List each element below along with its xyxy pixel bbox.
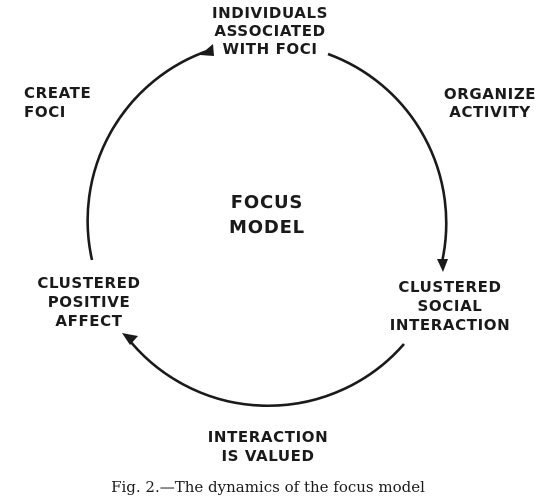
node-social-line-2: SOCIAL [418,297,483,315]
node-individuals-associated-with-foci: INDIVIDUALS ASSOCIATED WITH FOCI [212,4,328,58]
node-positive-line-3: AFFECT [55,312,122,330]
node-clustered-social-interaction: CLUSTERED SOCIAL INTERACTION [390,278,511,334]
edge-interaction-valued-line-1: INTERACTION [208,428,329,446]
node-positive-line-2: POSITIVE [48,293,131,311]
arrowhead-to-positive [122,333,138,345]
node-social-line-3: INTERACTION [390,316,511,334]
edge-label-interaction-is-valued: INTERACTION IS VALUED [208,428,329,465]
edge-label-create-foci: CREATE FOCI [24,84,91,121]
node-social-line-1: CLUSTERED [398,278,501,296]
figure-caption-label: Fig. 2. [111,478,160,496]
center-title-focus-model: FOCUS MODEL [229,192,305,238]
arrowhead-to-social [437,259,448,272]
arc-positive-to-individuals [86,48,211,261]
edge-organize-activity-line-1: ORGANIZE [444,85,536,103]
node-positive-line-1: CLUSTERED [37,274,140,292]
figure-caption: Fig. 2.—The dynamics of the focus model [111,478,425,496]
figure-caption-text: —The dynamics of the focus model [160,478,425,496]
arc-social-to-positive [124,335,405,408]
node-clustered-positive-affect: CLUSTERED POSITIVE AFFECT [37,274,140,330]
arc-individuals-to-social [327,52,448,263]
arrowhead-to-individuals [200,44,214,56]
node-individuals-line-1: INDIVIDUALS [212,4,328,22]
edge-interaction-valued-line-2: IS VALUED [221,447,314,465]
edge-create-foci-line-1: CREATE [24,84,91,102]
node-individuals-line-3: WITH FOCI [222,40,317,58]
edge-label-organize-activity: ORGANIZE ACTIVITY [444,85,536,121]
node-individuals-line-2: ASSOCIATED [214,22,325,40]
edge-organize-activity-line-2: ACTIVITY [449,103,531,121]
edge-create-foci-line-2: FOCI [24,103,66,121]
center-title-line-2: MODEL [229,217,305,238]
center-title-line-1: FOCUS [231,192,303,213]
